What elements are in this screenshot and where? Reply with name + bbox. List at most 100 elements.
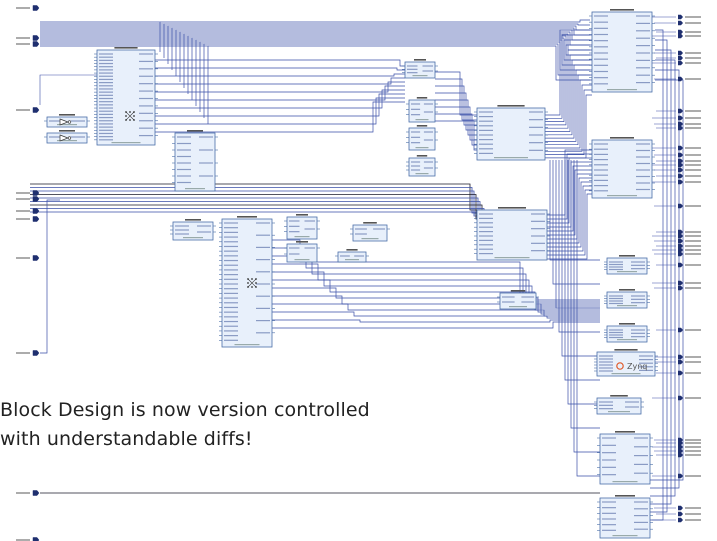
pin-label (594, 40, 608, 41)
pin-label (224, 251, 238, 252)
port-label (16, 352, 30, 353)
pin-label (531, 213, 545, 214)
external-port (678, 163, 683, 167)
pin-label (594, 190, 608, 191)
pin-label (594, 28, 608, 29)
pin-label (99, 66, 113, 67)
pin-label (224, 232, 238, 233)
pin-label (602, 518, 616, 519)
pin-label (256, 332, 270, 333)
ip-block-title (417, 97, 427, 99)
pin-label (479, 235, 493, 236)
pin-label (199, 149, 213, 150)
ip-block-subtitle (608, 411, 630, 412)
pin-label (634, 515, 648, 516)
pin-label (99, 72, 113, 73)
port-label (685, 507, 701, 508)
external-port (678, 122, 683, 126)
pin-label (602, 437, 616, 438)
ip-block (409, 100, 435, 122)
pin-label (99, 92, 113, 93)
port-label (685, 249, 701, 250)
pin-label (599, 364, 613, 365)
external-port (678, 445, 683, 449)
pin-label (609, 264, 623, 265)
pin-label (636, 38, 650, 39)
external-port (33, 491, 39, 496)
ip-block (409, 128, 435, 150)
pin-label (224, 269, 238, 270)
pin-label (224, 236, 238, 237)
inverter-icon (68, 137, 71, 140)
port-label (16, 109, 30, 110)
pin-label (594, 46, 608, 47)
bus-wire (545, 65, 592, 138)
pin-label (256, 247, 270, 248)
pin-label (631, 333, 645, 334)
external-port (678, 252, 683, 256)
pin-label (99, 98, 113, 99)
pin-label (224, 335, 238, 336)
pin-label (631, 265, 645, 266)
pin-label (594, 65, 608, 66)
pin-label (631, 329, 645, 330)
pin-label (99, 82, 113, 83)
pin-label (602, 452, 616, 453)
port-label (685, 57, 701, 58)
pin-label (609, 295, 623, 296)
external-port (678, 328, 683, 332)
port-label (685, 287, 701, 288)
pin-label (224, 297, 238, 298)
external-port (678, 244, 683, 248)
pin-label (594, 169, 608, 170)
ip-block-subtitle (617, 305, 637, 306)
pin-label (594, 154, 608, 155)
pin-label (99, 88, 113, 89)
port-label (16, 210, 30, 211)
port-label (16, 192, 30, 193)
port-label (685, 52, 701, 53)
ip-block-subtitle (612, 373, 641, 374)
pin-label (602, 524, 616, 525)
ip-block-title (511, 290, 525, 292)
crossbar-dot (255, 282, 257, 284)
pin-label (634, 473, 648, 474)
pin-label (139, 68, 153, 69)
pin-label (602, 530, 616, 531)
pin-label (411, 131, 420, 132)
pin-label (424, 139, 433, 140)
pin-label (594, 143, 608, 144)
ip-block-subtitle (235, 344, 260, 345)
port-label (685, 205, 701, 206)
pin-label (602, 513, 616, 514)
external-port (678, 441, 683, 445)
ip-block-title (610, 395, 628, 397)
pin-label (599, 405, 613, 406)
port-label (685, 117, 701, 118)
pin-label (411, 169, 420, 170)
port-label (685, 372, 701, 373)
pin-label (636, 60, 650, 61)
bus-wire (272, 272, 600, 308)
pin-label (175, 229, 189, 230)
pin-label (224, 274, 238, 275)
pin-label (599, 408, 613, 409)
pin-label (289, 231, 300, 232)
pin-label (521, 301, 534, 302)
pin-label (531, 221, 545, 222)
crossbar-dot (129, 119, 131, 121)
pin-label (71, 120, 85, 121)
pin-label (224, 316, 238, 317)
bus-wire (155, 102, 405, 132)
bus-wire (272, 240, 600, 300)
bus-wire (155, 82, 405, 92)
pin-label (594, 185, 608, 186)
pin-label (199, 175, 213, 176)
ip-block-title (237, 216, 257, 218)
bus-wire (545, 55, 592, 132)
port-label (685, 450, 701, 451)
caption-line-2: with understandable diffs! (0, 428, 253, 450)
pin-label (479, 231, 493, 232)
ip-block-title (59, 130, 75, 132)
bus-wire (545, 35, 592, 118)
